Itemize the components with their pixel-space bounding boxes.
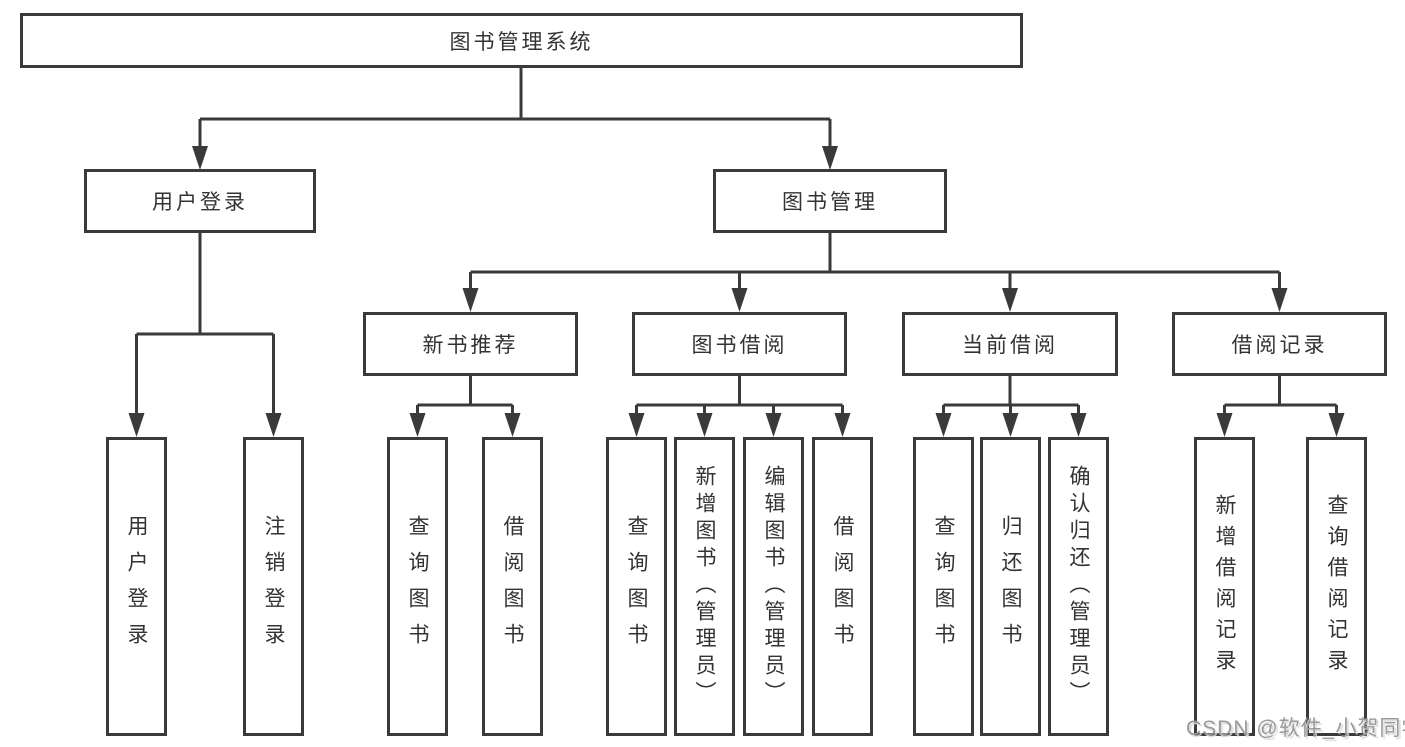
node-book-borrow: 图书借阅 (632, 312, 847, 376)
node-root-label: 图书管理系统 (449, 30, 594, 54)
leaf-current-query-label: 查询图书 (932, 514, 955, 659)
arrow-down-icon (1002, 413, 1019, 437)
leaf-borrow-query-label: 查询图书 (625, 514, 648, 659)
connector-new-books (416, 376, 514, 421)
leaf-user-login: 用户登录 (106, 437, 167, 736)
arrow-down-icon (409, 413, 426, 437)
arrowheads (128, 146, 1345, 437)
arrow-down-icon (462, 288, 479, 312)
connector-book-mgmt (469, 233, 1281, 296)
node-borrow-records: 借阅记录 (1172, 312, 1387, 376)
arrow-down-icon (128, 413, 145, 437)
csdn-watermark: CSDN @软件_小贺同学 (1186, 717, 1405, 740)
node-borrow-records-label: 借阅记录 (1231, 334, 1328, 357)
node-book-borrow-label: 图书借阅 (691, 334, 788, 357)
leaf-borrow-edit-admin: 编辑图书（管理员） (743, 437, 804, 736)
leaf-current-confirm-admin-label: 确认归还（管理员） (1067, 465, 1090, 708)
arrow-down-icon (628, 413, 645, 437)
arrow-down-icon (1216, 413, 1233, 437)
leaf-newbooks-query: 查询图书 (387, 437, 448, 736)
arrow-down-icon (1070, 413, 1087, 437)
leaf-current-return-label: 归还图书 (999, 514, 1022, 659)
leaf-borrow-query: 查询图书 (606, 437, 667, 736)
leaf-newbooks-borrow-label: 借阅图书 (501, 514, 524, 659)
leaf-records-add: 新增借阅记录 (1194, 437, 1255, 736)
arrow-down-icon (696, 413, 713, 437)
connector-user-login (135, 233, 275, 421)
leaf-current-query: 查询图书 (913, 437, 974, 736)
arrow-down-icon (192, 146, 208, 170)
node-new-books: 新书推荐 (363, 312, 578, 376)
arrow-down-icon (822, 146, 838, 170)
node-user-login: 用户登录 (84, 169, 316, 233)
leaf-user-login-label: 用户登录 (125, 514, 148, 659)
node-book-mgmt-label: 图书管理 (782, 191, 878, 214)
node-new-books-label: 新书推荐 (422, 334, 519, 357)
node-user-login-label: 用户登录 (152, 191, 248, 214)
arrow-down-icon (265, 413, 282, 437)
leaf-newbooks-query-label: 查询图书 (406, 514, 429, 659)
leaf-logout-login-label: 注销登录 (262, 514, 285, 659)
connector-root (198, 68, 832, 152)
node-current-borrow: 当前借阅 (902, 312, 1118, 376)
leaf-borrow-books-label: 借阅图书 (831, 514, 854, 659)
arrow-down-icon (504, 413, 521, 437)
arrow-down-icon (731, 288, 748, 312)
leaf-records-query-label: 查询借阅记录 (1325, 493, 1348, 680)
connector-book-borrow (635, 376, 844, 421)
arrow-down-icon (1271, 288, 1288, 312)
leaf-current-confirm-admin: 确认归还（管理员） (1048, 437, 1109, 736)
arrow-down-icon (834, 413, 851, 437)
leaf-borrow-books: 借阅图书 (812, 437, 873, 736)
arrow-down-icon (1328, 413, 1345, 437)
leaf-records-add-label: 新增借阅记录 (1213, 493, 1236, 680)
node-root: 图书管理系统 (20, 13, 1023, 68)
leaf-newbooks-borrow: 借阅图书 (482, 437, 543, 736)
leaf-borrow-add-admin: 新增图书（管理员） (674, 437, 735, 736)
arrow-down-icon (1002, 288, 1018, 312)
leaf-current-return: 归还图书 (980, 437, 1041, 736)
leaf-borrow-edit-admin-label: 编辑图书（管理员） (762, 465, 785, 708)
leaf-logout-login: 注销登录 (243, 437, 304, 736)
node-current-borrow-label: 当前借阅 (962, 334, 1058, 357)
arrow-down-icon (765, 413, 782, 437)
arrow-down-icon (935, 413, 952, 437)
node-book-mgmt: 图书管理 (713, 169, 947, 233)
connector-borrow-records (1223, 376, 1338, 421)
leaf-borrow-add-admin-label: 新增图书（管理员） (693, 465, 716, 708)
leaf-records-query: 查询借阅记录 (1306, 437, 1367, 736)
